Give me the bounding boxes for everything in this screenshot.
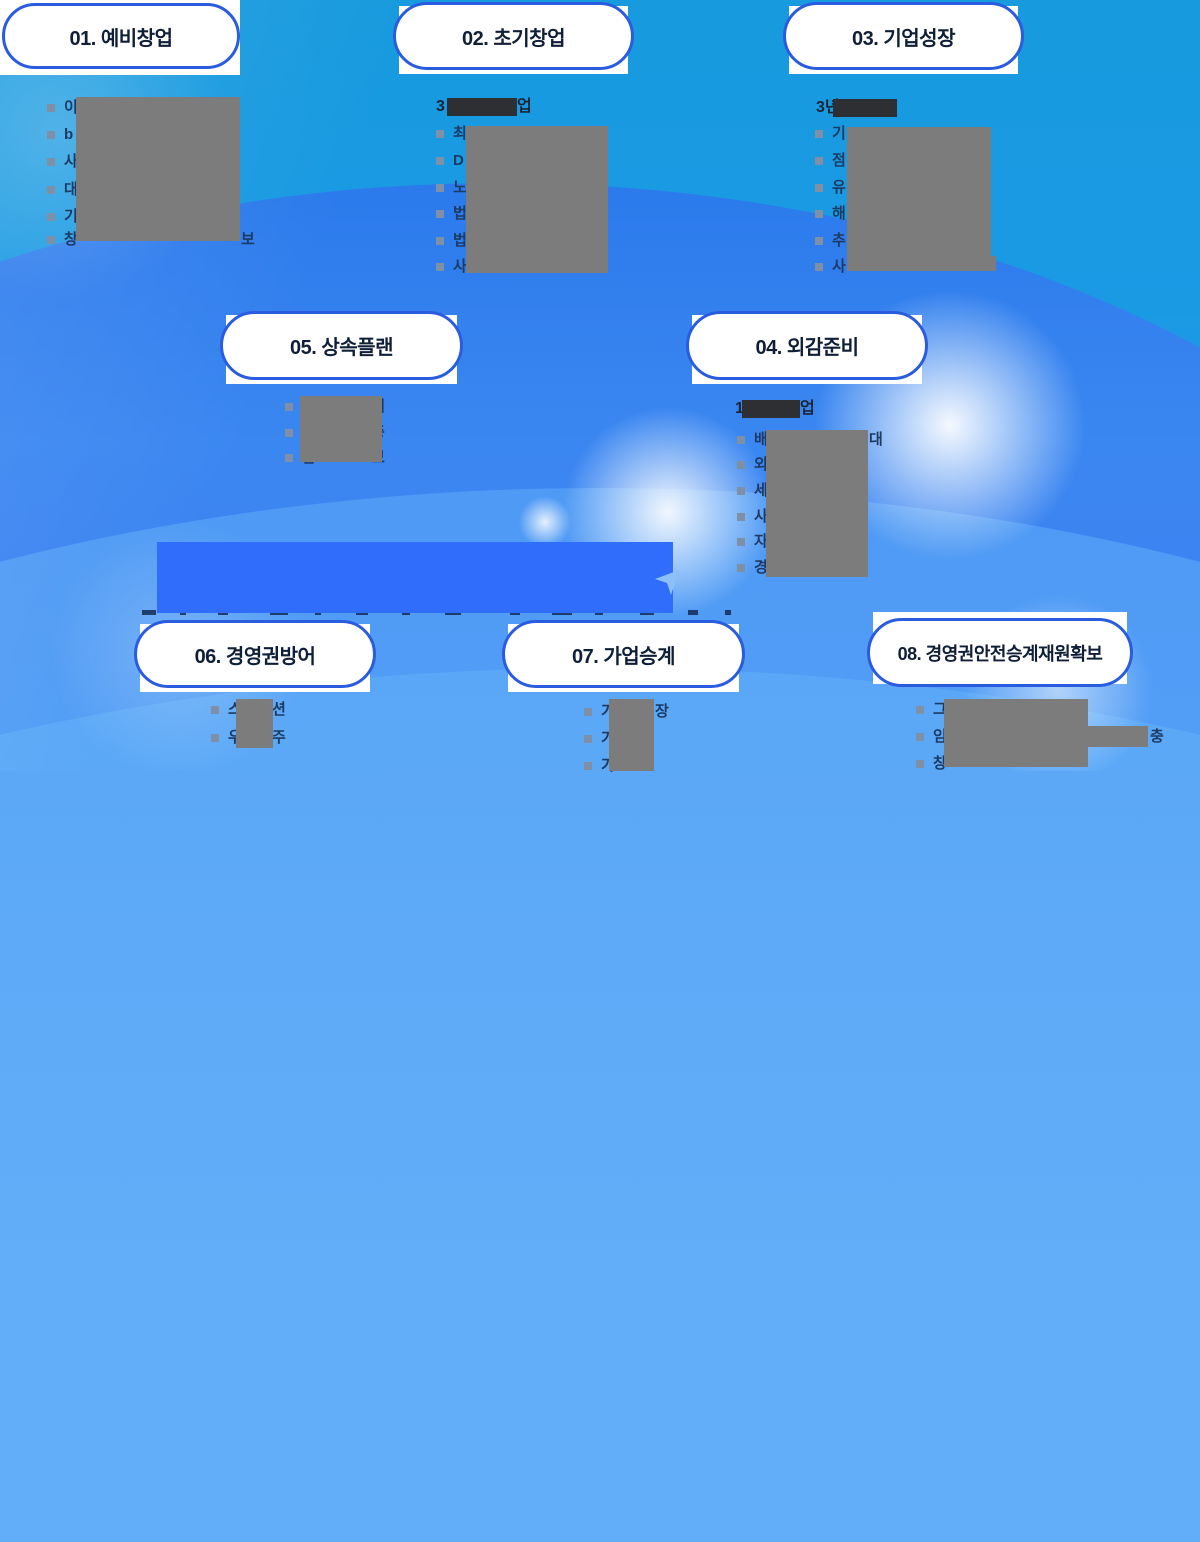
list-item-prefix: 해 <box>832 205 846 222</box>
bullet-square-icon <box>815 263 823 271</box>
redaction-box-dark <box>833 99 897 117</box>
list-item-prefix: 추 <box>832 232 846 249</box>
list-item-prefix: 노 <box>453 179 467 196</box>
subheading-fragment: 업 <box>800 400 815 417</box>
bullet-square-icon <box>584 762 592 770</box>
redaction-box-gray <box>76 97 240 241</box>
subheading-fragment: 업 <box>517 98 532 115</box>
list-item-prefix: 법 <box>453 205 467 222</box>
background-curve-bottom <box>0 668 1200 1542</box>
list-item-suffix: 대 <box>869 431 883 448</box>
bullet-square-icon <box>47 104 55 112</box>
redaction-box-blue <box>157 542 673 613</box>
bullet-square-icon <box>436 237 444 245</box>
stage-label: 05. 상속플랜 <box>290 337 393 359</box>
list-item-prefix: 법 <box>453 232 467 249</box>
bullet-square-icon <box>47 158 55 166</box>
bullet-square-icon <box>916 733 924 741</box>
bullet-square-icon <box>815 210 823 218</box>
list-item-prefix: 점 <box>832 152 846 169</box>
list-item-prefix: 사 <box>832 258 846 275</box>
bullet-square-icon <box>285 403 293 411</box>
bullet-square-icon <box>47 131 55 139</box>
bullet-square-icon <box>436 130 444 138</box>
subheading-fragment: 3 <box>436 98 445 115</box>
redaction-box-gray <box>236 699 273 748</box>
list-item-prefix: b <box>64 126 74 143</box>
bullet-square-icon <box>737 487 745 495</box>
list-item-prefix: 유 <box>832 179 846 196</box>
redaction-box-gray <box>847 256 996 271</box>
bullet-square-icon <box>815 237 823 245</box>
bullet-square-icon <box>47 186 55 194</box>
stage-label: 06. 경영권방어 <box>194 645 316 668</box>
bullet-square-icon <box>436 184 444 192</box>
bullet-square-icon <box>436 157 444 165</box>
bullet-square-icon <box>211 734 219 742</box>
bullet-square-icon <box>737 564 745 572</box>
list-item-prefix: 기 <box>832 125 846 142</box>
redaction-box-gray <box>609 699 654 771</box>
list-item-prefix: 사 <box>453 258 467 275</box>
list-item-suffix: 장 <box>655 703 669 720</box>
stage-pill-08: 08. 경영권안전승계재원확보 <box>867 618 1133 687</box>
redaction-box-dark <box>447 98 517 116</box>
stage-pill-01: 01. 예비창업 <box>2 3 240 69</box>
redaction-box-gray <box>466 126 608 273</box>
bullet-square-icon <box>47 236 55 244</box>
bullet-square-icon <box>916 760 924 768</box>
bullet-square-icon <box>436 210 444 218</box>
list-item-suffix: 충 <box>1150 728 1164 745</box>
bullet-square-icon <box>737 461 745 469</box>
redaction-box-gray <box>1086 726 1148 747</box>
stage-pill-02: 02. 초기창업 <box>393 2 634 70</box>
bullet-square-icon <box>47 213 55 221</box>
background-curve-royal <box>0 183 1200 1542</box>
bullet-square-icon <box>737 538 745 546</box>
bullet-square-icon <box>285 429 293 437</box>
redaction-box-dark <box>742 400 800 418</box>
list-item-prefix: 최 <box>453 125 467 142</box>
redaction-box-gray <box>847 127 991 256</box>
stage-label: 03. 기업성장 <box>852 27 955 50</box>
stage-label: 08. 경영권안전승계재원확보 <box>897 643 1103 664</box>
stage-label: 07. 가업승계 <box>572 645 675 668</box>
list-item-suffix: 주 <box>272 729 286 746</box>
bullet-square-icon <box>737 513 745 521</box>
bullet-square-icon <box>916 706 924 714</box>
redaction-box-gray <box>300 396 382 462</box>
stage-label: 01. 예비창업 <box>69 27 173 50</box>
bullet-square-icon <box>584 708 592 716</box>
stage-pill-07: 07. 가업승계 <box>502 620 745 688</box>
bullet-square-icon <box>584 735 592 743</box>
bullet-square-icon <box>285 454 293 462</box>
bullet-square-icon <box>815 157 823 165</box>
stage-pill-06: 06. 경영권방어 <box>134 620 376 688</box>
list-item-prefix: D <box>453 152 464 169</box>
redaction-box-gray <box>766 430 868 577</box>
bullet-square-icon <box>815 130 823 138</box>
redaction-box-gray <box>944 699 1088 767</box>
stage-pill-04: 04. 외감준비 <box>686 311 928 380</box>
bullet-square-icon <box>436 263 444 271</box>
stage-pill-03: 03. 기업성장 <box>783 2 1024 70</box>
stage-label: 02. 초기창업 <box>462 27 565 50</box>
list-item-suffix: 보 <box>241 231 255 248</box>
cursor-arrow-icon <box>652 566 682 601</box>
bullet-square-icon <box>737 436 745 444</box>
list-item-suffix: 션 <box>272 701 286 718</box>
bullet-square-icon <box>211 706 219 714</box>
stage-label: 04. 외감준비 <box>755 337 859 359</box>
bullet-square-icon <box>815 184 823 192</box>
stage-pill-05: 05. 상속플랜 <box>220 311 463 380</box>
